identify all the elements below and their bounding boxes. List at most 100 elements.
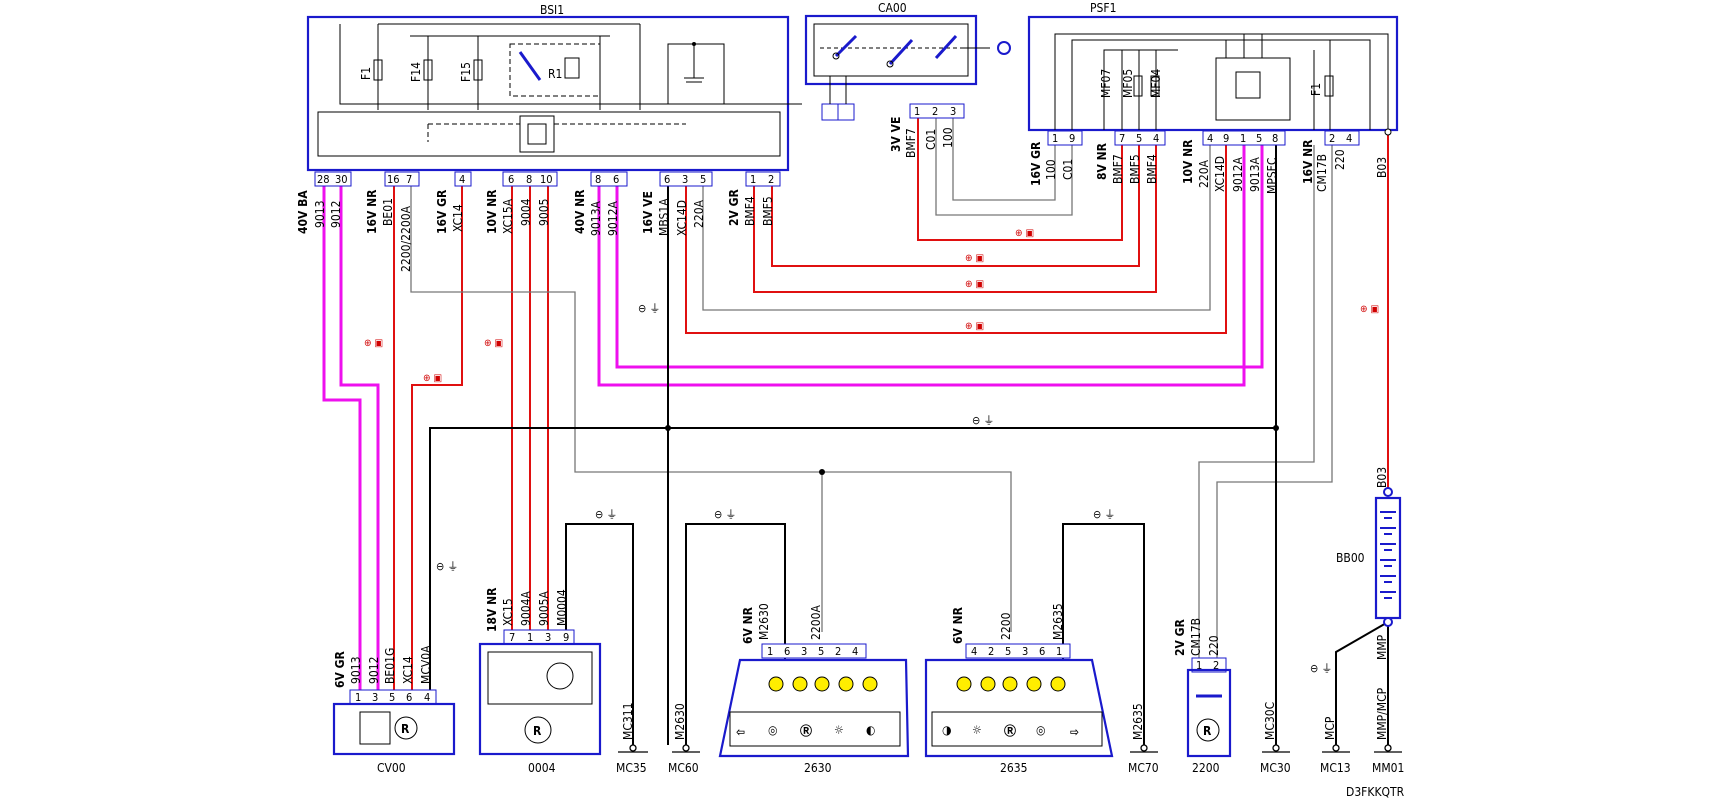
bsi-pin: 6 [508,173,514,186]
psf-pin: 5 [1136,132,1142,145]
svg-text:⊖ ⏚: ⊖ ⏚ [595,508,617,521]
psf-mf07-label: MF07 [1099,69,1113,98]
c0004-wire-label: M0004 [555,589,569,626]
cv00-wire-label: 9012 [367,657,381,684]
c2635-rearfog-icon: ◑ [942,723,951,737]
c2630-fog-icon: ◎ [768,723,777,737]
ca00-wire-label: C01 [924,129,938,150]
c2635-pin: 2 [988,645,994,658]
svg-text:⊕ ▣: ⊕ ▣ [1360,304,1379,315]
wire-220a [685,145,1227,334]
wire-220 [1216,145,1333,660]
psf-mf04-label: MF04 [1149,69,1163,98]
psf-pin: 9 [1069,132,1075,145]
c0004-connector-code: 18V NR [485,587,499,632]
wire-bmf5 [771,145,1140,267]
junction-dot [1273,425,1279,431]
c2630-box [718,658,910,758]
c2200-r-icon [1196,718,1220,742]
cv00-pin: 6 [406,691,412,704]
cv00-pin: 1 [355,691,361,704]
bsi-connector-code: 16V GR [435,189,449,234]
ground-wire-label: MC311 [621,703,635,740]
psf-pin: 4 [1153,132,1159,145]
wire-xc14d [702,145,1211,311]
psf-pin: 7 [1119,132,1125,145]
psf-title: PSF1 [1090,1,1116,15]
ca00-title: CA00 [878,1,907,15]
psf-f1-label: F1 [1309,83,1323,96]
psf-wire-label: 9012A [1231,157,1245,192]
bsi-wire-label: 9013 [313,201,327,228]
bsi-title: BSI1 [540,3,564,17]
bsi-connector-code: 40V BA [296,190,310,234]
ca00-box [804,14,978,86]
c2630-r-icon: Ⓡ [800,723,812,738]
psf-b03-terminal [1384,128,1392,136]
svg-text:⊕ ▣: ⊕ ▣ [965,321,984,332]
c2630-pin: 2 [835,645,841,658]
svg-text:⊕ ▣: ⊕ ▣ [364,338,383,349]
c0004-pin: 3 [545,631,551,644]
bsi-pin: 4 [459,173,465,186]
c2200-r-glyph: R [1203,724,1212,738]
psf-wire-label: MPSFC [1265,158,1279,194]
cv00-label: CV00 [377,761,406,775]
c2635-pin: 5 [1005,645,1011,658]
svg-text:⊖ ⏚: ⊖ ⏚ [972,414,994,427]
psf-wire-label: XC14D [1213,156,1227,192]
bsi-wire-label: XC14D [675,200,689,236]
bb00-terminal-bottom [1383,617,1393,627]
psf-wire-label: BMF4 [1145,154,1159,184]
bsi-pin: 7 [406,173,412,186]
diagram-reference-code: D3FKKQTR [1346,785,1405,799]
ca00-pin: 3 [950,105,956,118]
ground-wire-label: MC30C [1263,702,1277,740]
ground-label-mc13: MC13 [1320,761,1351,775]
c0004-cluster-display [487,651,593,705]
bsi-wire-label: XC15A [501,198,515,234]
psf-pin: 9 [1223,132,1229,145]
svg-text:⊖ ⏚: ⊖ ⏚ [638,302,660,315]
ca00-wire-label: BMF7 [904,128,918,158]
bsi-pin: 3 [682,173,688,186]
psf-internals [1054,33,1389,130]
bsi-pin: 8 [595,173,601,186]
wire-2200 [410,184,1012,632]
c2200-box [1186,668,1232,758]
bsi-pin: 6 [664,173,670,186]
bb00-terminal-top [1383,487,1393,497]
bsi-internals [317,23,802,157]
c0004-pin: 7 [509,631,515,644]
bsi-wire-label: 9005 [537,199,551,226]
cv00-box [332,702,456,756]
bsi-pin-row [314,171,781,187]
c2635-fog-icon: ◎ [1036,723,1045,737]
c0004-pin: 1 [527,631,533,644]
bsi-wire-label: 9012A [606,201,620,236]
svg-text:⊕ ▣: ⊕ ▣ [484,338,503,349]
psf-wire-label: C01 [1061,159,1075,180]
bsi-f15-label: F15 [459,62,473,82]
psf-mf05-label: MF05 [1121,69,1135,98]
c2635-wire-label: 2200 [999,612,1013,640]
psf-connector-code: 8V NR [1095,142,1109,180]
c2630-label: 2630 [804,761,832,775]
bsi-wire-label: MBS1A [657,198,671,236]
psf-pin: 2 [1329,132,1335,145]
psf-connector-code: 16V GR [1029,141,1043,186]
ground-label-mc60: MC60 [668,761,699,775]
wire-cm17b [1198,145,1315,660]
bsi-wire-label: 9012 [329,201,343,228]
ground-wire-label: M2635 [1131,703,1145,740]
psf-wire-label: BMF7 [1111,154,1125,184]
c2200-pin: 1 [1196,659,1202,672]
psf-pin: 8 [1272,132,1278,145]
psf-connector-code: 16V NR [1301,139,1315,184]
ground-symbols [618,744,1402,753]
ca00-internals [813,23,1011,121]
ground-wire-label: MMP/MCP [1375,687,1389,740]
ca00-pin: 1 [914,105,920,118]
psf-pin: 1 [1052,132,1058,145]
